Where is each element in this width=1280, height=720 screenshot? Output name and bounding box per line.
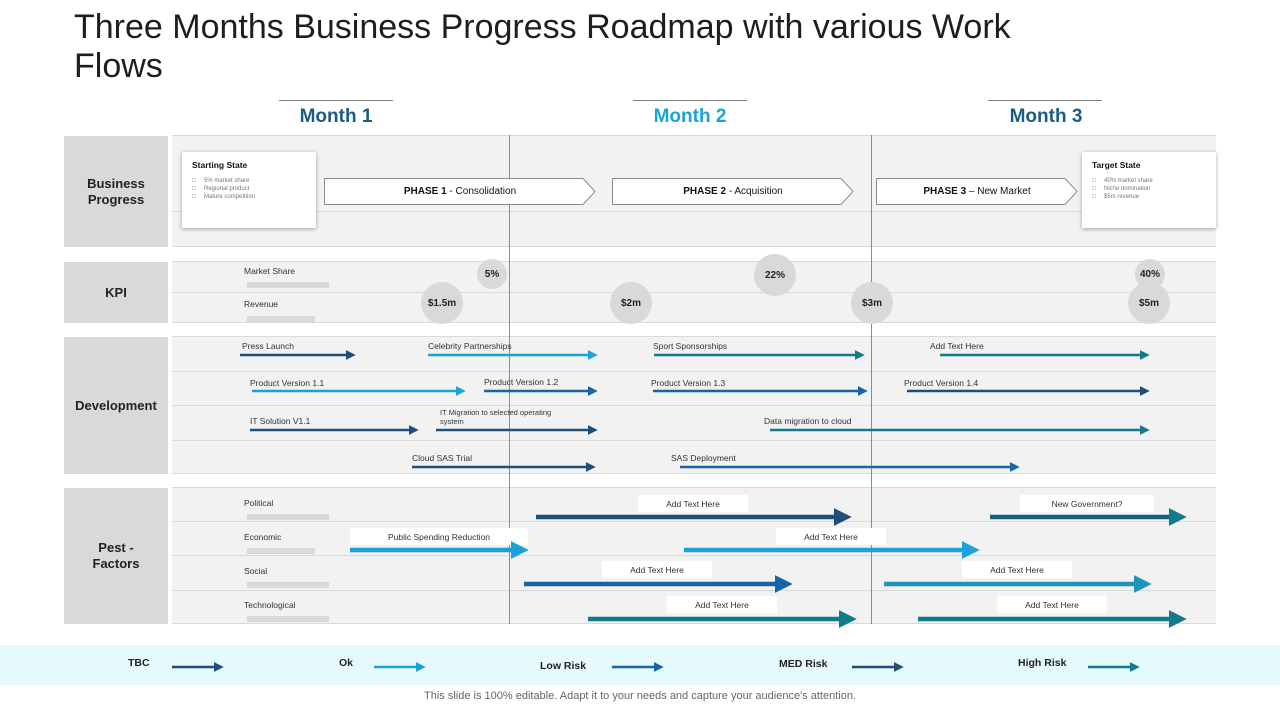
legend-ok-label: Ok bbox=[339, 657, 354, 669]
month-3-rule bbox=[988, 100, 1102, 101]
pest-political-tag: Add Text Here bbox=[638, 495, 748, 512]
month-1-2-boundary bbox=[509, 135, 510, 624]
row-label-business-progress: Business Progress bbox=[64, 136, 168, 247]
pest-political-bar bbox=[247, 514, 329, 520]
row-label-development: Development bbox=[64, 337, 168, 474]
dev-sport-label: Sport Sponsorships bbox=[653, 341, 728, 351]
pest-political-tag: New Government? bbox=[1020, 495, 1154, 512]
phase-2-name: - Acquisition bbox=[726, 186, 783, 197]
month-2-3-boundary bbox=[871, 135, 872, 624]
development-divider-1 bbox=[172, 371, 1216, 372]
phase-2-chevron: PHASE 2 - Acquisition bbox=[612, 178, 854, 205]
business-divider bbox=[172, 211, 1216, 212]
row-label-pest-factors: Pest - Factors bbox=[64, 488, 168, 624]
target-state-item: 40% market share bbox=[1092, 177, 1206, 185]
month-3-header: Month 3 bbox=[1009, 106, 1083, 127]
starting-state-card: Starting State 5% market share Regional … bbox=[182, 152, 316, 228]
target-state-card: Target State 40% market share Niche domi… bbox=[1082, 152, 1216, 228]
kpi-revenue-circle: $2m bbox=[610, 282, 652, 324]
legend-tbc-label: TBC bbox=[128, 657, 150, 669]
month-2-rule bbox=[633, 100, 747, 101]
legend-high-risk-label: High Risk bbox=[1018, 657, 1067, 669]
footer-note: This slide is 100% editable. Adapt it to… bbox=[424, 690, 856, 702]
phase-1-name: - Consolidation bbox=[446, 186, 517, 197]
kpi-revenue-bar bbox=[247, 316, 315, 322]
phase-3-number: PHASE 3 bbox=[923, 186, 967, 197]
pest-divider-3 bbox=[172, 590, 1216, 591]
kpi-revenue-circle: $3m bbox=[851, 282, 893, 324]
target-state-item: $5m revenue bbox=[1092, 193, 1206, 201]
dev-press-launch-label: Press Launch bbox=[242, 341, 294, 351]
pest-divider-2 bbox=[172, 555, 1216, 556]
row-label-kpi: KPI bbox=[64, 262, 168, 323]
dev-it-solution-label: IT Solution V1.1 bbox=[250, 416, 311, 426]
phase-3-chevron: PHASE 3 – New Market bbox=[876, 178, 1078, 205]
pest-divider-1 bbox=[172, 521, 1216, 522]
pest-social-label: Social bbox=[244, 566, 268, 576]
legend-med-risk-label: MED Risk bbox=[779, 658, 828, 670]
dev-sas-deployment-label: SAS Deployment bbox=[671, 453, 736, 463]
dev-pv11-label: Product Version 1.1 bbox=[250, 378, 325, 388]
dev-pv13-label: Product Version 1.3 bbox=[651, 378, 726, 388]
phase-2-number: PHASE 2 bbox=[683, 186, 727, 197]
month-1-header: Month 1 bbox=[299, 106, 373, 127]
month-1-rule bbox=[279, 100, 393, 101]
dev-pv14-label: Product Version 1.4 bbox=[904, 378, 979, 388]
dev-it-migration-label: IT Migration to selected operating syste… bbox=[440, 408, 552, 426]
kpi-market-share-circle: 22% bbox=[754, 254, 796, 296]
pest-economic-tag: Add Text Here bbox=[776, 528, 886, 545]
dev-pv12-label: Product Version 1.2 bbox=[484, 377, 559, 387]
starting-state-item: Regional product bbox=[192, 185, 306, 193]
dev-celebrity-label: Celebrity Partnerships bbox=[428, 341, 512, 351]
development-divider-2 bbox=[172, 405, 1216, 406]
phase-1-chevron: PHASE 1 - Consolidation bbox=[324, 178, 596, 205]
pest-social-tag: Add Text Here bbox=[962, 561, 1072, 578]
kpi-revenue-circle: $5m bbox=[1128, 282, 1170, 324]
legend-arrows bbox=[172, 662, 1140, 672]
pest-economic-bar bbox=[247, 548, 315, 554]
pest-social-bar bbox=[247, 582, 329, 588]
pest-political-label: Political bbox=[244, 498, 274, 508]
target-state-title: Target State bbox=[1092, 160, 1141, 170]
month-2-header: Month 2 bbox=[653, 106, 727, 127]
dev-data-migration-label: Data migration to cloud bbox=[764, 416, 852, 426]
kpi-market-share-circle: 5% bbox=[477, 259, 507, 289]
pest-technological-tag: Add Text Here bbox=[667, 596, 777, 613]
starting-state-title: Starting State bbox=[192, 160, 248, 170]
pest-technological-label: Technological bbox=[244, 600, 296, 610]
kpi-revenue-circle: $1.5m bbox=[421, 282, 463, 324]
legend-low-risk-label: Low Risk bbox=[540, 660, 587, 672]
pest-technological-bar bbox=[247, 616, 329, 622]
development-divider-3 bbox=[172, 440, 1216, 441]
kpi-divider bbox=[172, 292, 1216, 293]
page-title: Three Months Business Progress Roadmap w… bbox=[74, 8, 1011, 85]
dev-cloud-sas-label: Cloud SAS Trial bbox=[412, 453, 472, 463]
kpi-revenue-label: Revenue bbox=[244, 299, 279, 309]
phase-3-name: – New Market bbox=[966, 186, 1031, 197]
phase-1-number: PHASE 1 bbox=[403, 186, 447, 197]
kpi-market-share-label: Market Share bbox=[244, 266, 296, 276]
pest-social-tag: Add Text Here bbox=[602, 561, 712, 578]
pest-technological-tag: Add Text Here bbox=[997, 596, 1107, 613]
kpi-market-share-bar bbox=[247, 282, 329, 288]
pest-economic-tag: Public Spending Reduction bbox=[350, 528, 528, 545]
pest-economic-label: Economic bbox=[244, 532, 282, 542]
starting-state-item: 5% market share bbox=[192, 177, 306, 185]
dev-add-text-label: Add Text Here bbox=[930, 341, 984, 351]
legend-band bbox=[0, 645, 1280, 685]
target-state-item: Niche domination bbox=[1092, 185, 1206, 193]
starting-state-item: Mature competition bbox=[192, 193, 306, 201]
